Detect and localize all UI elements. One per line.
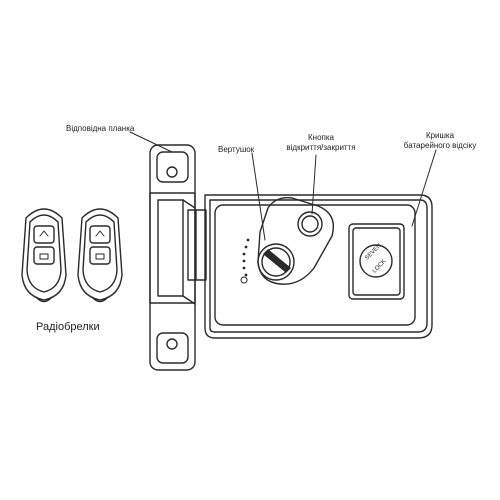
remote-fob-1 bbox=[21, 208, 67, 303]
label-battery-cover: Кришка батарейного відсіку bbox=[398, 131, 482, 151]
battery-cover bbox=[348, 223, 405, 300]
label-strike-plate: Відповідна планка bbox=[66, 124, 135, 133]
remote-fob-2 bbox=[77, 208, 123, 303]
label-button-line1: Кнопка bbox=[308, 133, 334, 142]
label-knob: Вертушок bbox=[218, 145, 255, 154]
open-close-button bbox=[297, 211, 323, 237]
rotary-knob bbox=[257, 197, 335, 285]
lock-body bbox=[204, 194, 433, 339]
label-battery-line1: Кришка bbox=[425, 131, 455, 140]
label-battery-line2: батарейного відсіку bbox=[403, 141, 477, 150]
open-indicator-icon bbox=[240, 276, 248, 284]
position-dots bbox=[242, 238, 250, 277]
label-remotes: Радіобрелки bbox=[36, 321, 100, 333]
label-button-line2: відкриття/закриття bbox=[286, 143, 356, 152]
lock-bolt bbox=[187, 209, 207, 281]
brand-logo-line2: LOCK bbox=[372, 259, 388, 275]
callout-lines bbox=[129, 131, 437, 241]
label-button: Кнопка відкриття/закриття bbox=[276, 133, 366, 153]
